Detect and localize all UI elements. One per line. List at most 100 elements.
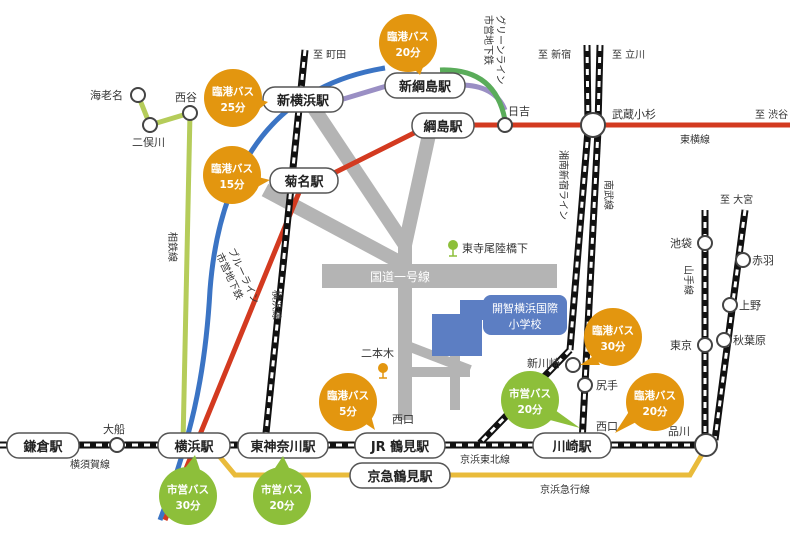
station-label-shiriate: 尻手 [596, 378, 618, 392]
svg-text:市営バス: 市営バス [167, 483, 209, 496]
small-stations [109, 87, 751, 453]
line-label-yokosuka: 横須賀線 [70, 458, 110, 471]
nambu-upper-dash [596, 44, 602, 126]
road-to-shinyokohama [299, 91, 411, 249]
station-label-ofuna: 大船 [103, 422, 125, 436]
station-label-shinagawa: 品川 [668, 425, 690, 438]
sotetsu-line [180, 112, 193, 444]
station-dot-akabane [735, 252, 751, 268]
station-dot-ueno [722, 297, 738, 313]
route1-road [322, 264, 557, 288]
station-box-tsurumi: JR 鶴見駅 [354, 432, 446, 459]
bus-badge-kawasaki: 臨港バス 20分 [615, 373, 684, 433]
svg-text:臨港バス: 臨港バス [211, 162, 253, 175]
route1-label: 国道一号線 [370, 269, 430, 284]
station-dot-shinkawasaki [565, 357, 581, 373]
svg-text:臨港バス: 臨港バス [212, 85, 254, 98]
svg-text:市営バス: 市営バス [509, 387, 551, 400]
school-building [432, 314, 482, 356]
city-bus-badge-kawasaki: 市営バス 20分 [501, 371, 580, 429]
station-label-shinkawasaki: 新川崎 [527, 356, 560, 370]
school-name-line1: 開智横浜国際 [492, 301, 558, 315]
station-label-futamatagawa: 二俣川 [132, 135, 165, 149]
station-box-tsunashima: 綱島駅 [411, 112, 475, 139]
nambu-lower-dash [580, 129, 600, 444]
svg-text:鎌倉駅: 鎌倉駅 [22, 439, 63, 455]
svg-text:臨港バス: 臨港バス [327, 389, 369, 402]
dir-shinjuku: 至 新宿 [538, 48, 571, 61]
station-label-ikebukuro: 池袋 [670, 236, 692, 250]
shonan-lower-dash [568, 129, 590, 351]
station-label-hiyoshi: 日吉 [508, 105, 530, 118]
line-label-toyoko: 東横線 [680, 133, 710, 146]
station-label-nishiguchi-b: 西口 [596, 420, 618, 433]
station-label-nishiguchi-a: 西口 [392, 413, 414, 426]
svg-text:20分: 20分 [269, 499, 295, 512]
station-dot-shinagawa [694, 433, 718, 457]
svg-text:京急鶴見駅: 京急鶴見駅 [367, 469, 433, 485]
bus-badge-shin-yokohama: 臨港バス 25分 [204, 69, 268, 127]
bus-badge-shin-tsunashima: 臨港バス 20分 [379, 14, 437, 75]
road-to-tsunashima [398, 128, 437, 247]
svg-text:20分: 20分 [642, 405, 668, 418]
svg-text:綱島駅: 綱島駅 [423, 119, 463, 135]
green-line [439, 67, 508, 121]
svg-text:川崎駅: 川崎駅 [551, 439, 592, 455]
svg-text:横浜駅: 横浜駅 [174, 439, 214, 455]
svg-text:20分: 20分 [395, 46, 421, 59]
station-label-tokyo: 東京 [670, 338, 692, 352]
school-name-line2: 小学校 [509, 317, 542, 331]
station-box-kawasaki: 川崎駅 [532, 432, 612, 459]
svg-text:臨港バス: 臨港バス [387, 30, 429, 43]
bus-stop-label-nihongi: 二本木 [361, 346, 394, 360]
bus-stop-label-higashiterao: 東寺尾陸橋下 [462, 241, 528, 255]
svg-text:15分: 15分 [219, 178, 245, 191]
line-label-sotetsu: 相鉄線 [166, 232, 179, 262]
svg-text:新綱島駅: 新綱島駅 [399, 79, 452, 95]
line-label-shonan: 湘南新宿ライン [557, 150, 570, 220]
svg-text:JR 鶴見駅: JR 鶴見駅 [370, 439, 430, 455]
station-box-shin-yokohama: 新横浜駅 [262, 86, 344, 113]
line-label-keihin-tohoku: 京浜東北線 [460, 453, 510, 466]
bus-badge-kikuna: 臨港バス 15分 [203, 146, 270, 204]
station-box-yokohama: 横浜駅 [157, 432, 231, 459]
svg-text:市営バス: 市営バス [261, 483, 303, 496]
svg-text:25分: 25分 [220, 101, 246, 114]
dir-omiya: 至 大宮 [720, 193, 753, 206]
station-dot-hiyoshi [497, 117, 513, 133]
line-label-green: グリーンライン [494, 15, 507, 85]
bus-stop-pin-nihongi [378, 363, 388, 379]
station-dot-ebina [130, 87, 146, 103]
station-dot-ikebukuro [697, 235, 713, 251]
city-bus-badge-higashikanagawa: 市営バス 20分 [253, 456, 311, 525]
dir-tachikawa: 至 立川 [612, 48, 645, 61]
station-label-akabane: 赤羽 [752, 254, 774, 267]
station-label-ueno: 上野 [739, 299, 761, 312]
dir-machida: 至 町田 [313, 49, 346, 61]
station-dot-nishiya [182, 105, 198, 121]
svg-text:新横浜駅: 新横浜駅 [277, 93, 330, 109]
svg-text:臨港バス: 臨港バス [634, 389, 676, 402]
station-label-akihabara: 秋葉原 [733, 333, 766, 347]
station-box-shin-tsunashima: 新綱島駅 [384, 72, 466, 99]
svg-text:菊名駅: 菊名駅 [284, 174, 324, 190]
svg-text:30分: 30分 [600, 340, 626, 353]
dir-shibuya: 至 渋谷 [755, 108, 788, 121]
station-label-musashikosugi: 武蔵小杉 [612, 107, 656, 121]
station-box-kamakura: 鎌倉駅 [6, 432, 80, 459]
station-box-keikyu-tsurumi: 京急鶴見駅 [349, 462, 451, 489]
bus-stop-pin-higashiterao [448, 240, 458, 257]
line-label-keikyu: 京浜急行線 [540, 483, 590, 496]
svg-text:30分: 30分 [175, 499, 201, 512]
svg-text:東神奈川駅: 東神奈川駅 [250, 439, 316, 455]
yokohama-line-dash [263, 49, 307, 444]
station-dot-akihabara [716, 332, 732, 348]
keihin-north-b-dash [713, 209, 747, 441]
line-label-green-sub: 市営地下鉄 [482, 15, 495, 65]
keikyu-line [208, 443, 710, 478]
school-label-box [483, 295, 567, 335]
station-label-nishiya: 西谷 [175, 91, 197, 104]
line-label-yokohama: 横浜線 [270, 290, 283, 320]
svg-text:臨港バス: 臨港バス [592, 324, 634, 337]
